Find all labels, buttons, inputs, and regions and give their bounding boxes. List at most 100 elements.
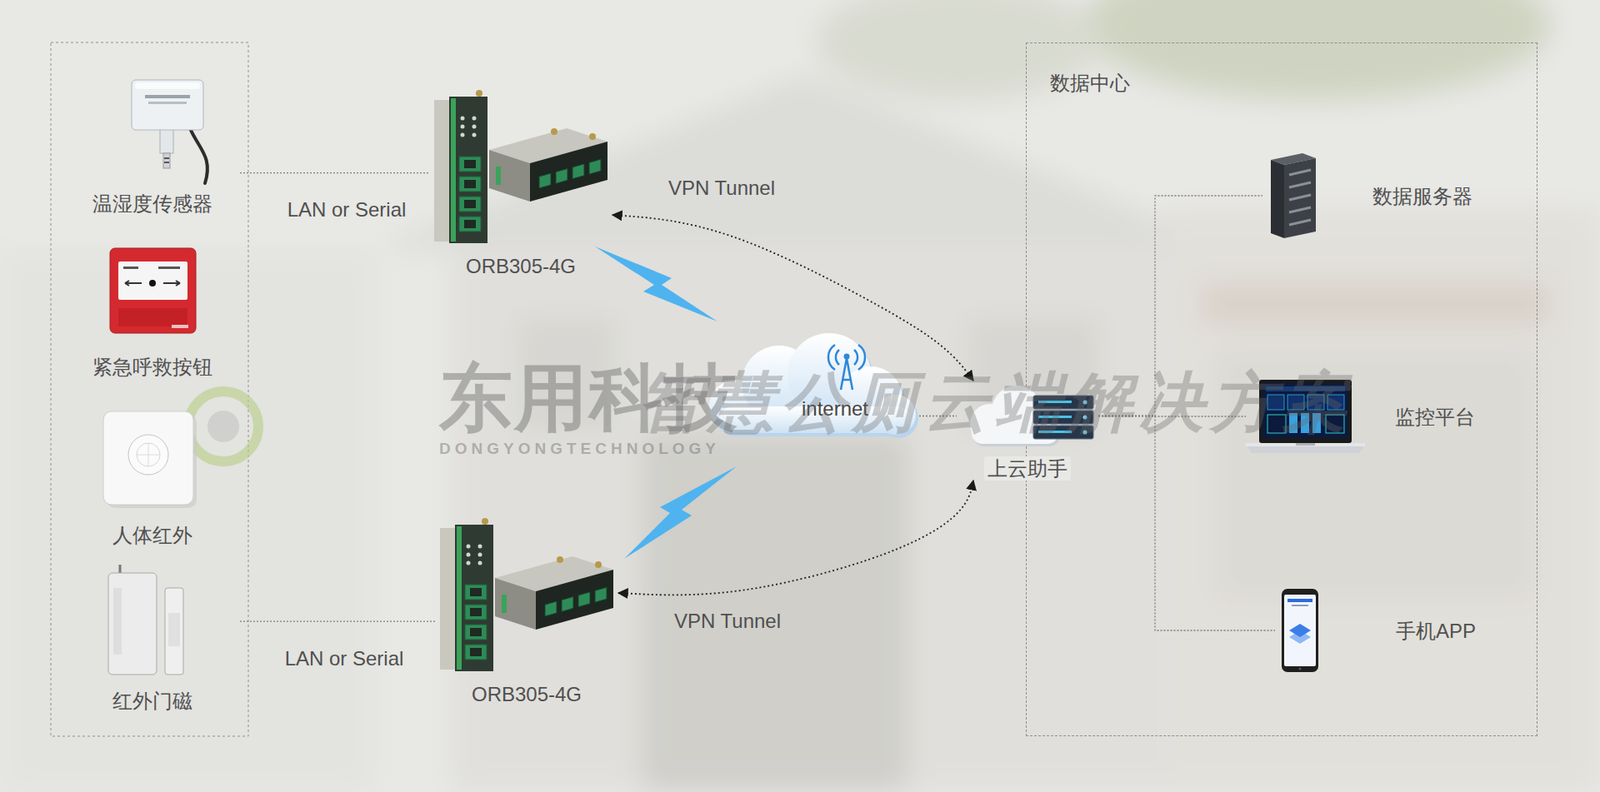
- edge-label-anchor: LAN or Serial: [287, 197, 407, 222]
- router-drawing-part: [465, 625, 487, 640]
- server-node: 数据服务器: [1262, 150, 1473, 242]
- watermark-brand-latin: DONGYONGTECHNOLOGY: [439, 440, 720, 459]
- router-drawing-part: [456, 526, 462, 670]
- internet-cloud: internet: [685, 330, 920, 439]
- pir-drawing-part: [128, 435, 169, 475]
- router-drawing-part: [466, 553, 471, 558]
- th-drawing-part: [131, 80, 204, 130]
- cloud-drawing-part-part: [840, 358, 853, 390]
- router-drawing-part: [589, 159, 601, 175]
- router-drawing-part: [466, 545, 471, 550]
- sos-drawing-part: [171, 325, 189, 329]
- vpn-tunnel: [618, 480, 974, 595]
- th-drawing-part: [145, 95, 190, 99]
- cloud-label: internet: [750, 396, 920, 421]
- laptop-drawing-part: [1325, 415, 1345, 434]
- router-drawing-part: [572, 164, 585, 180]
- sensor-node: 人体红外: [65, 408, 240, 548]
- phone-drawing-part: [1287, 599, 1313, 603]
- router-drawing-part: [470, 608, 482, 617]
- th-drawing-part: [148, 101, 187, 105]
- cloud-drawing: [709, 333, 919, 439]
- router-drawing-part: [440, 528, 455, 670]
- sos-drawing-part: [123, 266, 139, 270]
- cloud-drawing-part-part: [835, 350, 858, 365]
- router-drawing-part: [478, 553, 483, 558]
- sensor-node: 红外门磁: [65, 563, 240, 714]
- phone-drawing: [1281, 589, 1319, 673]
- sensor-node: 温湿度传感器: [65, 73, 240, 216]
- dotted-link: [240, 172, 430, 174]
- helper-drawing-part: [1033, 410, 1094, 425]
- router-drawing-part: [472, 116, 477, 121]
- laptop-drawing-part: [1267, 395, 1285, 410]
- helper-drawing: [970, 385, 1094, 447]
- device-label: ORB305-4G: [471, 682, 582, 707]
- edge-label-anchor: VPN Tunnel: [674, 609, 781, 634]
- server-drawing-part: [1289, 220, 1311, 225]
- sos-drawing: [110, 248, 196, 334]
- door-drawing-part: [168, 613, 180, 647]
- phone-drawing-part: [1284, 595, 1316, 667]
- sos-drawing-part: [149, 280, 156, 287]
- phone-icon: [1275, 587, 1325, 675]
- watermark-logo-part: [188, 391, 259, 462]
- router-drawing-part: [460, 125, 465, 130]
- sos-drawing-part: [158, 266, 180, 270]
- sensor-label: 人体红外: [112, 523, 193, 548]
- pir-drawing-part: [103, 411, 194, 505]
- router-drawing-part: [434, 100, 450, 242]
- watermark-anchor: 东用科技: [439, 355, 740, 440]
- router-drawing-part: [459, 196, 481, 212]
- laptop-icon: [1245, 378, 1365, 455]
- router-drawing-part: [595, 561, 602, 569]
- router-drawing: [434, 90, 608, 244]
- router-icon: [429, 90, 613, 245]
- sos-icon: [65, 245, 240, 350]
- router-node: ORB305-4G: [435, 518, 619, 707]
- edge-label: LAN or Serial: [287, 197, 407, 222]
- app-node: 手机APP: [1275, 587, 1476, 675]
- item-label: 监控平台: [1395, 405, 1475, 430]
- router-drawing-part: [450, 98, 456, 242]
- router-drawing-part: [545, 601, 557, 617]
- sos-drawing-part: [125, 280, 180, 286]
- laptop-drawing-part: [1327, 395, 1345, 410]
- dotted-link: [240, 621, 435, 623]
- sos-drawing-part: [118, 261, 188, 300]
- router-drawing-part: [478, 561, 483, 566]
- server-drawing-part: [1289, 170, 1311, 175]
- pir-drawing-part: [136, 443, 160, 467]
- edge-label: VPN Tunnel: [668, 175, 775, 200]
- sos-drawing-part: [110, 248, 196, 334]
- laptop-drawing-part: [1265, 386, 1345, 392]
- helper-drawing-part: [1033, 395, 1094, 410]
- wireless-bolt-part: [624, 466, 737, 560]
- server-drawing-part: [1289, 207, 1311, 213]
- router-drawing-part: [535, 570, 614, 630]
- dotted-link: [1098, 415, 1246, 418]
- edge-label-anchor: LAN or Serial: [285, 646, 405, 671]
- router-drawing-part: [475, 90, 483, 97]
- edge-label: LAN or Serial: [285, 646, 405, 671]
- helper-drawing-part: [1038, 415, 1072, 419]
- wireless-bolt-part: [595, 246, 718, 322]
- watermark-logo-part: [207, 410, 240, 443]
- router-drawing-part: [489, 150, 530, 202]
- router-drawing-part: [495, 578, 536, 630]
- laptop-drawing-part: [1312, 413, 1321, 434]
- router-drawing-part: [449, 96, 488, 244]
- helper-drawing-part: [1083, 415, 1088, 420]
- router-drawing-part: [464, 160, 476, 169]
- router-drawing-part: [466, 561, 471, 566]
- router-node: ORB305-4G: [429, 90, 613, 279]
- laptop-drawing-part: [1307, 395, 1325, 410]
- router-drawing-part: [539, 173, 551, 189]
- dotted-link: [919, 415, 957, 417]
- router-drawing-part: [472, 133, 477, 138]
- door-drawing-part: [108, 573, 157, 675]
- phone-drawing-part: [1299, 668, 1302, 671]
- router-drawing-part: [595, 587, 607, 603]
- item-label: 数据服务器: [1372, 184, 1473, 209]
